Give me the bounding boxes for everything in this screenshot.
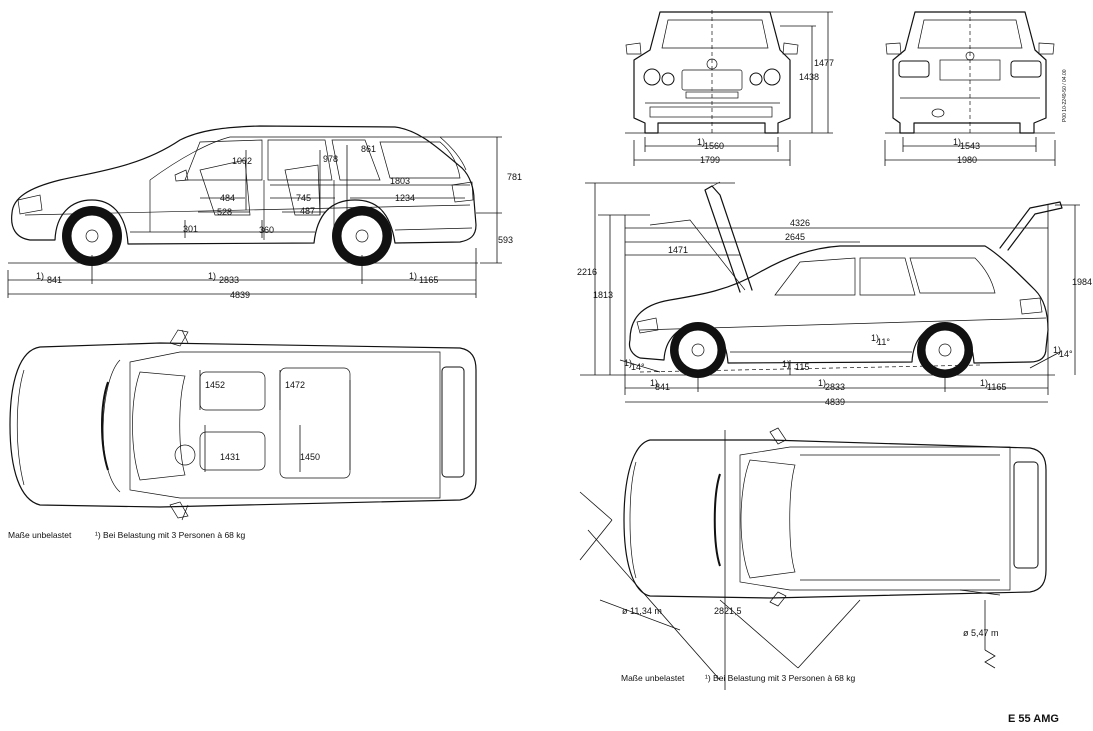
load-footnote: ¹) Bei Belastung mit 3 Personen à 68 kg <box>705 673 856 683</box>
interior-dim-301: 301 <box>183 224 198 234</box>
shoulder-front-label: 1452 <box>205 380 225 390</box>
front-overhang-label: 841 <box>47 275 62 285</box>
breakover-angle-label: 11° <box>877 337 890 347</box>
length-2645-label: 2645 <box>785 232 805 242</box>
front-overhang-label: 841 <box>655 382 670 392</box>
turning-circle-label: ø 11,34 m <box>622 606 662 616</box>
footnote-mark: 1) <box>818 378 826 388</box>
footnote-mark: 1) <box>208 271 216 281</box>
wheelbase-label: 2833 <box>825 382 845 392</box>
notes-right: Maße unbelastet ¹) Bei Belastung mit 3 P… <box>621 673 856 683</box>
wheelbase-label: 2833 <box>219 275 239 285</box>
footnote-mark: 1) <box>36 271 44 281</box>
ground-clearance-label: 115 <box>795 362 809 372</box>
inner-turning-circle-label: ø 5,47 m <box>963 628 999 638</box>
rear-overhang-label: 1165 <box>987 382 1006 392</box>
departure-angle-label: 14° <box>1059 349 1073 359</box>
interior-dim-861: 861 <box>361 144 376 154</box>
footnote-mark: 1) <box>1053 345 1061 355</box>
hip-front-label: 1431 <box>220 452 240 462</box>
footnote-mark: 1) <box>953 137 961 147</box>
interior-dim-745: 745 <box>296 193 311 203</box>
front-height-1477: 1477 <box>814 58 834 68</box>
height-2216-label: 2216 <box>577 267 597 277</box>
side-view-drawing <box>7 125 502 298</box>
shoulder-rear-label: 1472 <box>285 380 305 390</box>
height-dim-781: 781 <box>507 172 522 182</box>
turning-radius-label: 2821,5 <box>714 606 742 616</box>
interior-dim-528: 528 <box>217 207 232 217</box>
interior-dim-487: 487 <box>300 206 315 216</box>
rear-overhang-label: 1165 <box>419 275 438 285</box>
overall-length-label: 4839 <box>230 290 250 300</box>
unloaded-note: Maße unbelastet <box>8 530 72 540</box>
length-1471-label: 1471 <box>668 245 688 255</box>
height-dim-593: 593 <box>498 235 513 245</box>
unloaded-note: Maße unbelastet <box>621 673 685 683</box>
footnote-mark: 1) <box>697 137 705 147</box>
footnote-mark: 1) <box>782 359 790 369</box>
interior-dim-360: 360 <box>259 225 274 235</box>
side-view-dimensions: 1002 978 861 1803 484 745 528 487 1234 3… <box>36 144 522 300</box>
footnote-mark: 1) <box>409 271 417 281</box>
length-4326-label: 4326 <box>790 218 810 228</box>
turning-view-dimensions: ø 11,34 m 2821,5 ø 5,47 m <box>622 606 999 638</box>
front-view-drawing <box>625 10 833 166</box>
footnote-mark: 1) <box>980 378 988 388</box>
interior-dim-1002: 1002 <box>232 156 252 166</box>
front-width-label: 1799 <box>700 155 720 165</box>
interior-dim-1803: 1803 <box>390 176 410 186</box>
hip-rear-label: 1450 <box>300 452 320 462</box>
interior-dim-1234: 1234 <box>395 193 415 203</box>
top-view-dimensions: 1452 1472 1431 1450 <box>205 380 320 462</box>
footnote-mark: 1) <box>624 358 632 368</box>
approach-angle-label: 14° <box>631 362 645 372</box>
model-name: E 55 AMG <box>1008 713 1059 725</box>
footnote-mark: 1) <box>871 333 879 343</box>
notes-left: Maße unbelastet ¹) Bei Belastung mit 3 P… <box>8 530 246 540</box>
front-height-1438: 1438 <box>799 72 819 82</box>
load-footnote: ¹) Bei Belastung mit 3 Personen à 68 kg <box>95 530 246 540</box>
height-1813-label: 1813 <box>593 290 613 300</box>
drawing-number: P00 10-2249-50 / 04.00 <box>1062 69 1068 122</box>
interior-dim-978: 978 <box>323 154 338 164</box>
rear-width-label: 1980 <box>957 155 977 165</box>
overall-length-label: 4839 <box>825 397 845 407</box>
rear-view-drawing <box>884 10 1056 166</box>
rear-track-label: 1543 <box>960 141 980 151</box>
rear-view-dimensions: 1) 1543 1980 P00 10-2249-50 / 04.00 <box>953 69 1068 165</box>
top-view-drawing <box>9 329 477 521</box>
height-1984-label: 1984 <box>1072 277 1092 287</box>
footnote-mark: 1) <box>650 378 658 388</box>
interior-dim-484: 484 <box>220 193 235 203</box>
front-view-dimensions: 1477 1438 1) 1560 1799 <box>697 58 834 165</box>
turning-view-drawing <box>579 427 1047 690</box>
open-side-view-dimensions: 4326 2645 1471 2216 1813 1984 1) 14° 1) … <box>577 218 1092 407</box>
front-track-label: 1560 <box>704 141 724 151</box>
open-side-view-drawing <box>580 181 1080 403</box>
